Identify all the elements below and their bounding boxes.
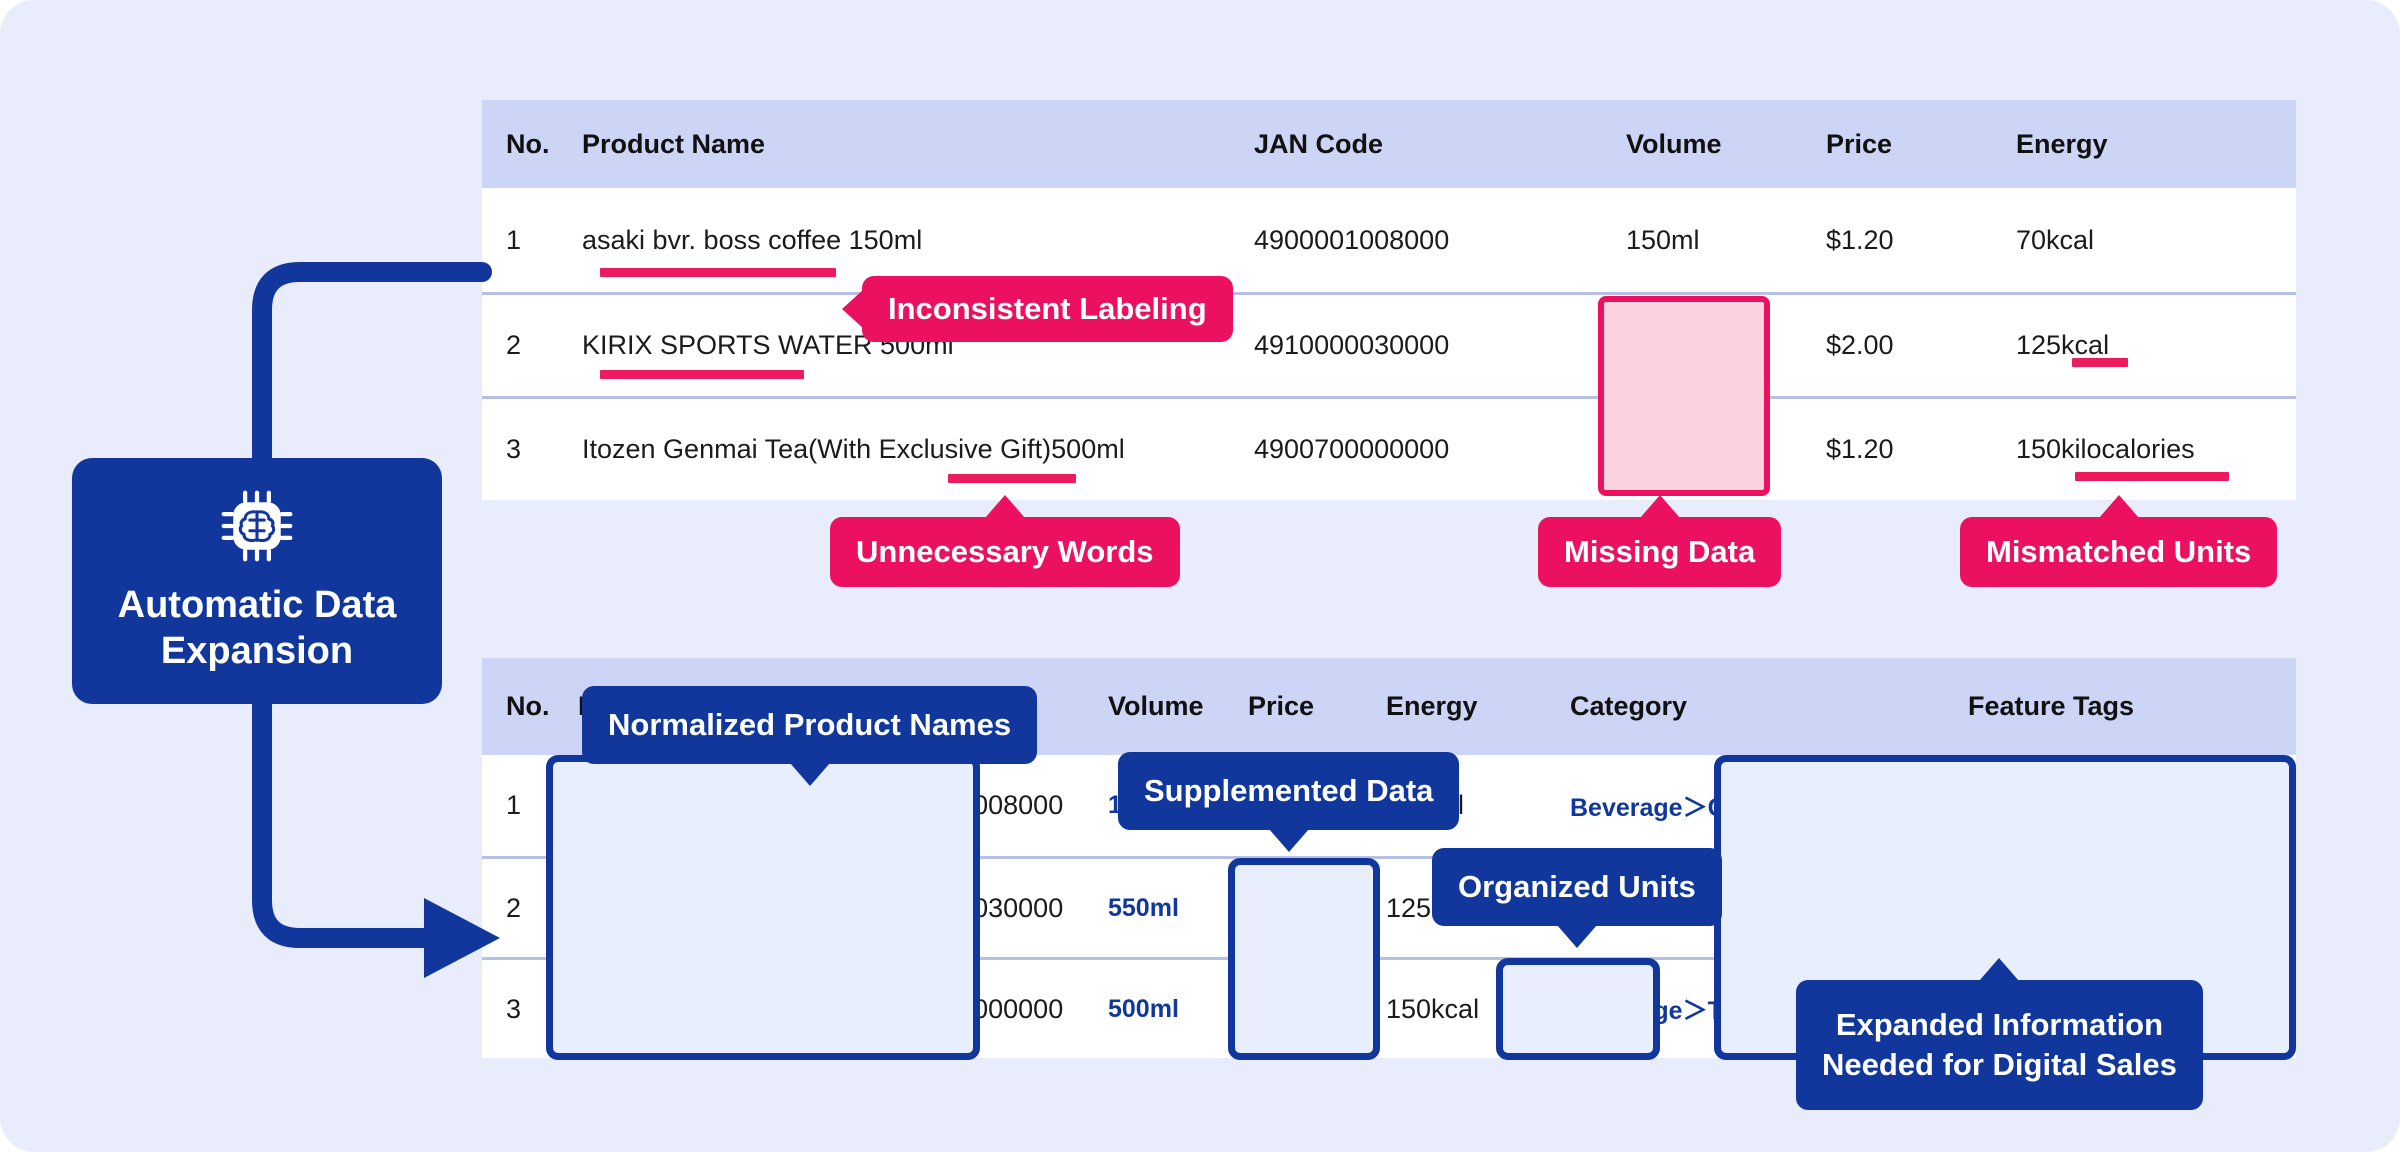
column-header-volume: Volume xyxy=(1626,128,1722,159)
raw-product-table: No. Product Name JAN Code Volume Price E… xyxy=(482,100,2296,500)
cell-jan-code: 4910000030000 xyxy=(1254,330,1450,360)
column-header-feature-tags: Feature Tags xyxy=(1968,691,2135,721)
cell-product-name: Itozen Genmai Tea(With Exclusive Gift)50… xyxy=(582,434,1125,464)
callout-tail-icon xyxy=(789,763,830,786)
callout-label: Missing Data xyxy=(1564,534,1756,569)
callout-tail-icon xyxy=(1979,958,2020,981)
cell-energy: 70kcal xyxy=(2016,224,2095,255)
callout-label: Supplemented Data xyxy=(1144,773,1434,809)
callout-missing-data[interactable]: Missing Data xyxy=(1538,495,1782,587)
normalized-names-highlight xyxy=(546,755,980,1060)
cell-jan-code: 4900700000000 xyxy=(1254,434,1450,464)
cell-price: $1.20 xyxy=(1826,434,1894,464)
marker-underline-energy-2 xyxy=(2072,358,2128,367)
callout-inconsistent-labeling[interactable]: Inconsistent Labeling xyxy=(842,276,1233,342)
callout-label: Organized Units xyxy=(1458,869,1696,905)
callout-expanded-information[interactable]: Expanded Information Needed for Digital … xyxy=(1796,958,2203,1110)
cell-volume: 150ml xyxy=(1626,224,1700,255)
callout-tail-icon xyxy=(1268,829,1309,852)
column-header-volume: Volume xyxy=(1108,691,1204,721)
callout-label: Unnecessary Words xyxy=(856,534,1154,569)
marker-underline-energy-3 xyxy=(2075,472,2229,481)
marker-underline-product-2 xyxy=(600,370,804,379)
column-header-price: Price xyxy=(1248,691,1315,721)
table-row[interactable]: 2 KIRIX SPORTS WATER 500ml 4910000030000… xyxy=(482,292,2296,396)
callout-tail-icon xyxy=(842,289,864,329)
cell-no: 3 xyxy=(506,434,522,464)
column-header-energy: Energy xyxy=(1386,691,1478,721)
column-header-energy: Energy xyxy=(2016,128,2108,159)
table-header-row: No. Product Name JAN Code Volume Price E… xyxy=(482,100,2296,188)
callout-label: Inconsistent Labeling xyxy=(888,291,1207,326)
cell-no: 2 xyxy=(506,330,522,360)
callout-tail-icon xyxy=(1639,495,1680,518)
table-row[interactable]: 3 Itozen Genmai Tea(With Exclusive Gift)… xyxy=(482,396,2296,500)
cell-no: 1 xyxy=(506,790,522,820)
cell-no: 2 xyxy=(506,892,522,923)
callout-label-line2: Needed for Digital Sales xyxy=(1822,1047,2177,1082)
callout-tail-icon xyxy=(2098,495,2139,518)
badge-title: Automatic Data Expansion xyxy=(118,583,397,674)
callout-organized-units[interactable]: Organized Units xyxy=(1432,848,1722,948)
column-header-no: No. xyxy=(506,128,550,159)
column-header-price: Price xyxy=(1826,128,1893,159)
supplemented-volume-highlight xyxy=(1228,858,1380,1060)
cell-product-name: asaki bvr. boss coffee 150ml xyxy=(582,224,923,255)
cell-energy: 125kcal xyxy=(2016,330,2110,360)
callout-supplemented-data[interactable]: Supplemented Data xyxy=(1118,752,1460,852)
badge-title-line1: Automatic Data xyxy=(117,583,397,626)
missing-data-highlight xyxy=(1598,296,1770,496)
callout-mismatched-units[interactable]: Mismatched Units xyxy=(1960,495,2278,587)
automatic-data-expansion-badge[interactable]: Automatic Data Expansion xyxy=(72,458,442,704)
callout-label: Mismatched Units xyxy=(1986,534,2252,569)
column-header-category: Category xyxy=(1570,691,1688,721)
organized-units-highlight xyxy=(1496,958,1660,1060)
cell-price: $1.20 xyxy=(1826,224,1894,255)
cell-no: 1 xyxy=(506,224,522,255)
callout-tail-icon xyxy=(984,495,1025,518)
callout-normalized-product-names[interactable]: Normalized Product Names xyxy=(582,686,1038,786)
cell-volume: 550ml xyxy=(1108,893,1179,922)
cell-no: 3 xyxy=(506,993,522,1024)
column-header-jan-code: JAN Code xyxy=(1254,128,1384,159)
cell-energy: 150kilocalories xyxy=(2016,434,2195,464)
marker-underline-product-1 xyxy=(600,268,836,277)
column-header-no: No. xyxy=(506,691,550,721)
chip-brain-icon xyxy=(219,488,295,569)
cell-energy: 150kcal xyxy=(1386,993,1480,1024)
badge-title-line2: Expansion xyxy=(160,629,354,672)
cell-price: $2.00 xyxy=(1826,330,1894,360)
cell-jan-code: 4900001008000 xyxy=(1254,224,1450,255)
callout-tail-icon xyxy=(1556,925,1597,948)
callout-unnecessary-words[interactable]: Unnecessary Words xyxy=(830,495,1180,587)
column-header-product-name: Product Name xyxy=(582,128,766,159)
cell-volume: 500ml xyxy=(1108,994,1179,1023)
marker-underline-product-3 xyxy=(948,474,1076,483)
callout-label-line1: Expanded Information xyxy=(1835,1007,2164,1043)
callout-label: Normalized Product Names xyxy=(608,707,1012,743)
